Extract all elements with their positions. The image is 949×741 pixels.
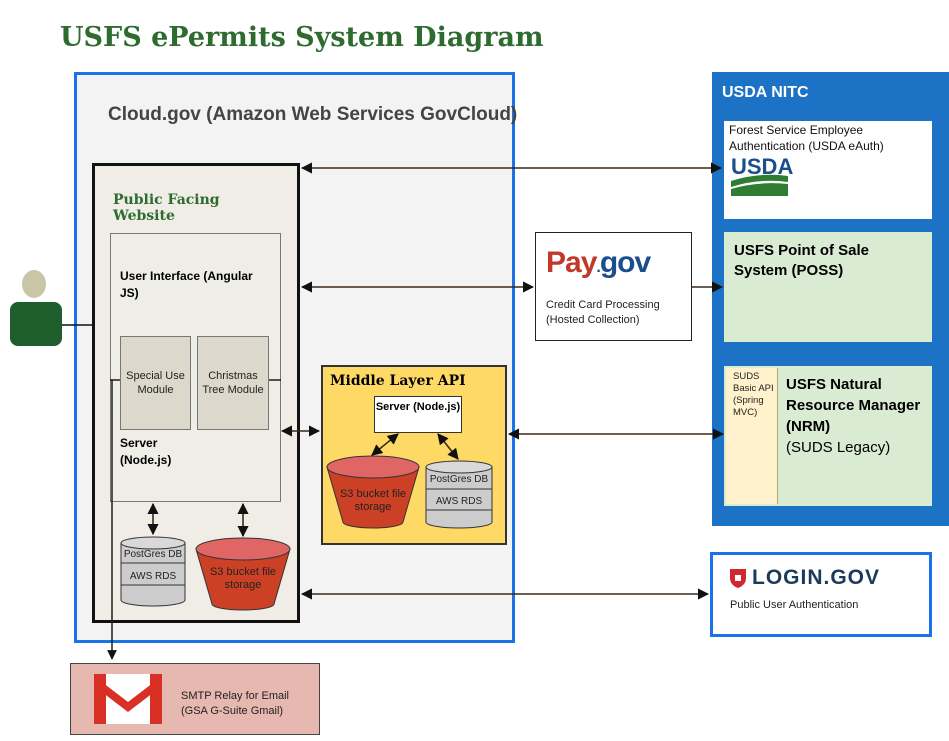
middle-db-name: PostGres DB <box>429 474 489 485</box>
nrm-title: USFS Natural Resource Manager (NRM) <box>786 376 921 435</box>
middle-db-host: AWS RDS <box>435 496 483 507</box>
login-gov-logo: LOGIN.GOV <box>752 566 881 589</box>
gmail-icon <box>94 674 162 724</box>
paygov-logo-icon: Pay.gov <box>546 246 651 279</box>
middle-layer-api-box <box>321 365 507 545</box>
user-body-icon <box>10 302 62 346</box>
login-gov-description: Public User Authentication <box>730 599 859 611</box>
page-title: USFS ePermits System Diagram <box>60 22 544 53</box>
nrm-subtitle: (SUDS Legacy) <box>786 439 891 456</box>
special-use-module: Special Use Module <box>120 336 191 430</box>
paygov-box <box>535 232 692 341</box>
suds-basic-api-box: SUDS Basic API (Spring MVC) <box>726 368 778 504</box>
login-gov-box <box>710 552 932 637</box>
usda-eauth-text: Forest Service Employee Authentication (… <box>729 123 884 153</box>
public-s3-label: S3 bucket file storage <box>209 566 277 591</box>
smtp-relay-description: SMTP Relay for Email (GSA G-Suite Gmail) <box>181 690 289 717</box>
public-facing-website-label: Public Facing Website <box>113 192 220 224</box>
middle-s3-label: S3 bucket file storage <box>339 488 407 513</box>
christmas-tree-module: Christmas Tree Module <box>197 336 269 430</box>
login-gov-shield-icon <box>730 569 746 588</box>
poss-box <box>724 232 932 342</box>
public-db-host: AWS RDS <box>129 571 177 582</box>
user-interface-label: User Interface (Angular JS) <box>120 269 253 300</box>
middle-layer-api-label: Middle Layer API <box>330 373 466 389</box>
usda-nitc-label: USDA NITC <box>722 84 809 101</box>
cloud-gov-label: Cloud.gov (Amazon Web Services GovCloud) <box>108 104 518 125</box>
middle-layer-server-box: Server (Node.js) <box>374 396 462 433</box>
usda-logo-icon: USDA <box>731 154 794 179</box>
user-icon <box>22 270 46 298</box>
usda-eauth-box <box>724 121 932 219</box>
public-server-label: Server (Node.js) <box>120 436 172 467</box>
paygov-description: Credit Card Processing (Hosted Collectio… <box>546 299 660 326</box>
public-db-name: PostGres DB <box>123 549 183 560</box>
poss-label: USFS Point of Sale System (POSS) <box>734 242 870 279</box>
